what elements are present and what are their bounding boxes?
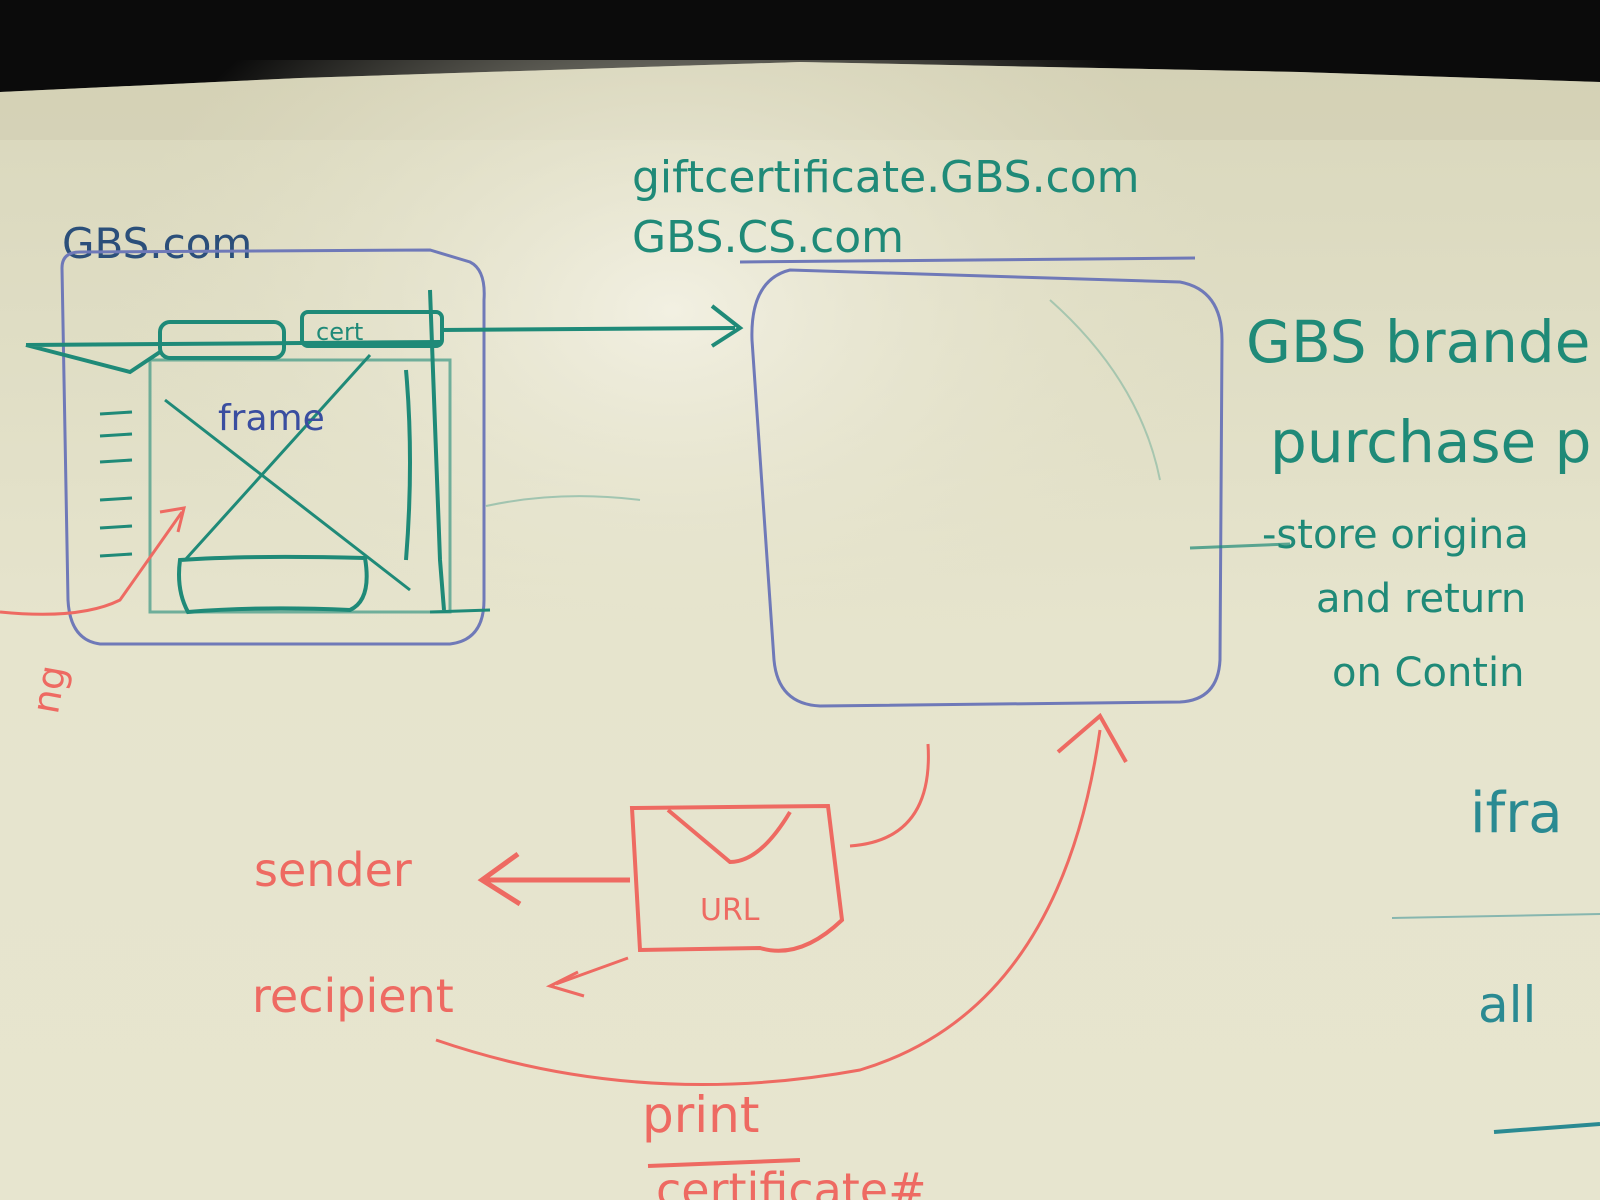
frame-cross-b xyxy=(183,353,372,562)
on-continue-label: on Contin xyxy=(1332,650,1524,696)
cert-label: cert xyxy=(316,318,363,346)
recipient-arrow xyxy=(555,956,629,986)
cert-to-page-arrow xyxy=(439,326,736,332)
scroll-bars xyxy=(404,289,446,611)
recipient-to-page-arc xyxy=(435,729,1102,1087)
red-arrow-in xyxy=(0,511,184,616)
frame-cross-a xyxy=(164,398,411,592)
red-arrow-in-head xyxy=(159,506,187,533)
notes-underline xyxy=(1493,1122,1600,1134)
gbs-page-sketch: GBS.com cert frame ng xyxy=(0,219,491,717)
side-menu-lines xyxy=(99,410,133,558)
nav-tab xyxy=(158,320,286,360)
frame-area xyxy=(148,358,452,614)
page-box xyxy=(60,248,486,646)
email-flow: URL sender recipient print certificate# xyxy=(252,712,1128,1200)
giftcert-page-box xyxy=(750,268,1224,708)
and-return-label: and return xyxy=(1316,576,1526,622)
left-partial-label: ng xyxy=(23,662,75,717)
bottom-bar xyxy=(177,554,369,615)
page-top-line xyxy=(739,256,1196,264)
recipient-label: recipient xyxy=(252,969,454,1023)
iframe-label: ifra xyxy=(1470,781,1563,846)
all-label: all xyxy=(1478,976,1536,1034)
print-underline xyxy=(647,1158,801,1168)
print-label: print xyxy=(642,1086,759,1144)
giftcert-page-sketch: giftcertificate.GBS.com GBS.CS.com xyxy=(632,152,1291,708)
page-to-envelope-line xyxy=(849,743,930,848)
gbs-cs-domain-label: GBS.CS.com xyxy=(632,212,904,263)
recipient-arrow-head xyxy=(545,970,585,998)
certificate-label: certificate# xyxy=(656,1163,927,1200)
purchase-label: purchase p xyxy=(1270,408,1592,476)
note-pointer xyxy=(1189,542,1291,550)
frame-label: frame xyxy=(218,398,325,439)
giftcert-domain-label: giftcertificate.GBS.com xyxy=(632,152,1140,203)
store-original-label: -store origina xyxy=(1262,512,1529,558)
notes-divider xyxy=(1391,913,1600,919)
envelope-flap xyxy=(666,808,792,865)
url-label: URL xyxy=(700,893,760,928)
faint-connector xyxy=(485,495,641,507)
sender-label: sender xyxy=(254,843,412,897)
gbs-branded-label: GBS brande xyxy=(1246,308,1590,376)
gbs-com-label: GBS.com xyxy=(62,219,252,268)
envelope xyxy=(629,803,845,953)
faint-curve xyxy=(1049,299,1161,481)
sender-arrow-head xyxy=(477,851,522,907)
right-notes: GBS brande purchase p -store origina and… xyxy=(1246,308,1600,1134)
recipient-to-page-arrow-head xyxy=(1056,712,1128,763)
scroll-foot xyxy=(429,608,491,614)
cert-to-page-arrow-head xyxy=(710,304,744,348)
